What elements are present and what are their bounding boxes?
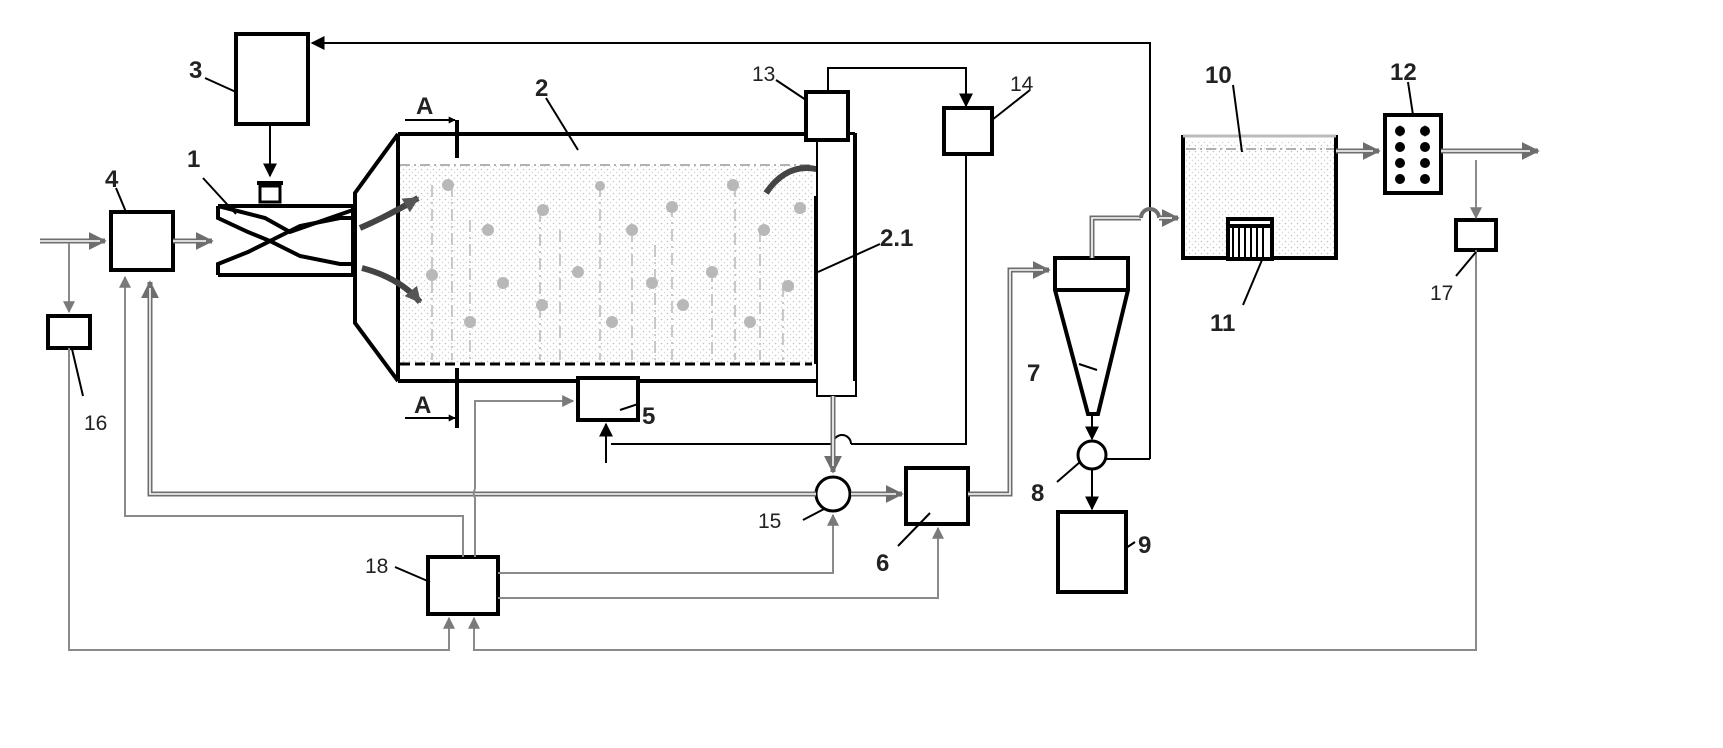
unit-5-box: [576, 376, 640, 422]
label-2-1: 2.1: [880, 225, 913, 252]
ejector-mixer: [216, 181, 355, 277]
cyclone-separator: [1053, 256, 1130, 416]
unit-4-box: [109, 210, 175, 272]
label-8: 8: [1031, 480, 1044, 507]
label-section-a-bottom: A: [414, 392, 431, 419]
unit-16-box: [46, 314, 92, 350]
label-17: 17: [1430, 282, 1453, 305]
label-4: 4: [105, 166, 119, 193]
label-10: 10: [1205, 62, 1232, 89]
unit-18-box: [426, 555, 500, 616]
leader-lines: [71, 77, 1477, 583]
label-18: 18: [365, 555, 388, 578]
unit-3-box: [234, 32, 310, 126]
label-16: 16: [84, 412, 107, 435]
valve-15: [814, 475, 852, 513]
filter-element: [1226, 217, 1274, 261]
reactor-vessel: [353, 116, 857, 428]
label-2: 2: [535, 75, 548, 102]
process-pipes: [40, 142, 1540, 503]
labels: 1 2 2.1 3 4 5 6 7 8 9 10 11 12 13 14 15 …: [84, 57, 1453, 578]
adsorber-unit: [1383, 113, 1443, 195]
unit-6-box: [904, 466, 970, 526]
label-15: 15: [758, 510, 781, 533]
label-13: 13: [752, 63, 775, 86]
label-12: 12: [1390, 59, 1417, 86]
label-7: 7: [1027, 360, 1040, 387]
spray-drop-lines: [426, 179, 806, 360]
label-section-a-top: A: [416, 93, 433, 120]
settling-tank: [1181, 134, 1338, 261]
label-14: 14: [1010, 73, 1034, 96]
unit-13-box: [804, 90, 850, 142]
outlet-tube: [814, 133, 857, 397]
valve-8: [1076, 439, 1108, 471]
label-5: 5: [642, 403, 655, 430]
label-11: 11: [1210, 310, 1235, 337]
unit-17-box: [1454, 218, 1498, 252]
label-3: 3: [189, 57, 202, 84]
unit-14-box: [942, 106, 994, 156]
signal-lines: [63, 160, 1482, 651]
label-1: 1: [187, 146, 200, 173]
unit-9-box: [1056, 510, 1128, 594]
label-9: 9: [1138, 532, 1151, 559]
label-6: 6: [876, 550, 889, 577]
